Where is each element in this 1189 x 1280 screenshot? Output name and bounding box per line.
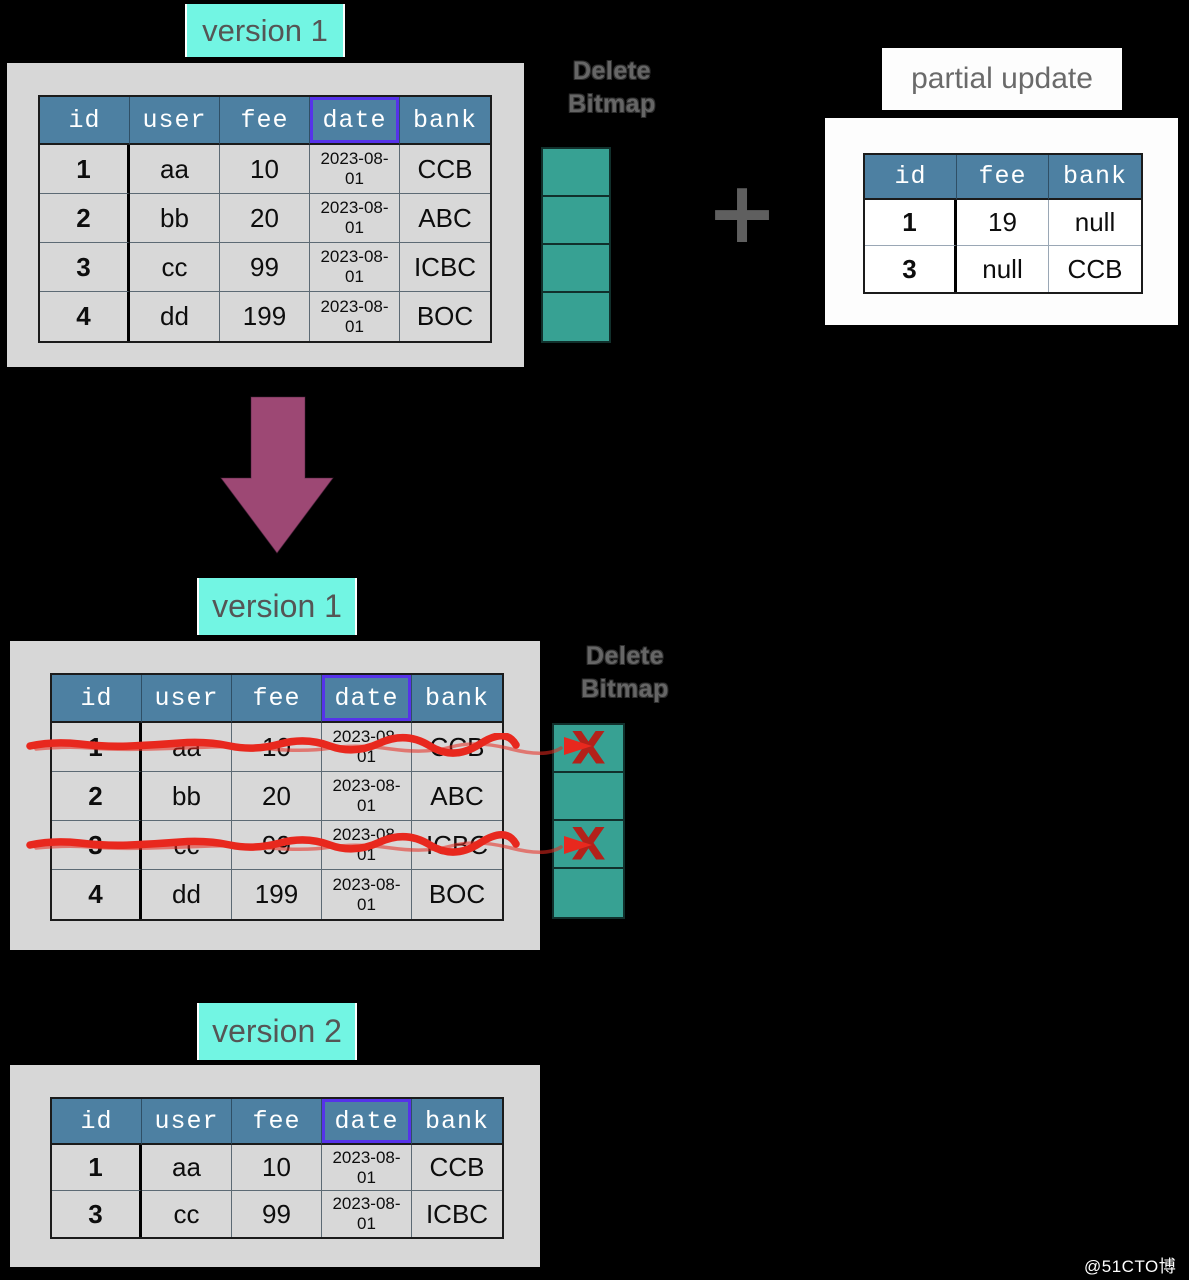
column-header: fee bbox=[232, 675, 322, 723]
table-cell: 1 bbox=[52, 1145, 142, 1191]
column-header: user bbox=[142, 675, 232, 723]
table-cell: dd bbox=[130, 292, 220, 341]
down-arrow-icon bbox=[220, 396, 334, 554]
table-cell: 2023-08-01 bbox=[322, 1145, 412, 1191]
table-cell: 20 bbox=[220, 194, 310, 243]
table-cell: 20 bbox=[232, 772, 322, 821]
bitmap-cell bbox=[554, 869, 623, 917]
column-header: bank bbox=[412, 675, 502, 723]
delete-bitmap-top-label: Delete Bitmap bbox=[568, 57, 656, 118]
column-header: user bbox=[142, 1099, 232, 1145]
table-cell: ICBC bbox=[400, 243, 490, 292]
table-cell: 3 bbox=[52, 1191, 142, 1237]
column-header: bank bbox=[1049, 155, 1141, 200]
table-cell: null bbox=[957, 246, 1049, 292]
column-header: date bbox=[310, 97, 400, 145]
strike-lines bbox=[26, 733, 592, 856]
version1-top-label: version 1 bbox=[185, 4, 345, 57]
table-cell: 2023-08-01 bbox=[310, 194, 400, 243]
table-cell: aa bbox=[142, 1145, 232, 1191]
column-header: id bbox=[40, 97, 130, 145]
table-cell: 4 bbox=[52, 870, 142, 919]
table-cell: 2023-08-01 bbox=[310, 243, 400, 292]
table-cell: 199 bbox=[232, 870, 322, 919]
table-cell: CCB bbox=[412, 1145, 502, 1191]
table-cell: cc bbox=[130, 243, 220, 292]
table-cell: 1 bbox=[865, 200, 957, 246]
bitmap-cell bbox=[543, 245, 609, 293]
table-cell: cc bbox=[142, 1191, 232, 1237]
table-cell: 2 bbox=[52, 772, 142, 821]
column-header: fee bbox=[232, 1099, 322, 1145]
table-cell: dd bbox=[142, 870, 232, 919]
bitmap-cell bbox=[554, 773, 623, 821]
table-cell: 199 bbox=[220, 292, 310, 341]
column-header: bank bbox=[412, 1099, 502, 1145]
table-cell: CCB bbox=[400, 145, 490, 194]
table-cell: ICBC bbox=[412, 1191, 502, 1237]
column-header: id bbox=[52, 1099, 142, 1145]
plus-icon: + bbox=[706, 163, 779, 263]
table-cell: 10 bbox=[220, 145, 310, 194]
table-cell: 2023-08-01 bbox=[322, 870, 412, 919]
column-header: fee bbox=[957, 155, 1049, 200]
table-cell: aa bbox=[130, 145, 220, 194]
table-cell: 2023-08-01 bbox=[322, 772, 412, 821]
column-header: id bbox=[865, 155, 957, 200]
partial-update-label: partial update bbox=[882, 48, 1122, 110]
table-cell: 4 bbox=[40, 292, 130, 341]
table-cell: 2 bbox=[40, 194, 130, 243]
delete-bitmap-top bbox=[541, 147, 611, 343]
delete-bitmap-mid-label: Delete Bitmap bbox=[581, 642, 669, 703]
table-cell: 19 bbox=[957, 200, 1049, 246]
table-cell: 10 bbox=[232, 1145, 322, 1191]
table-cell: BOC bbox=[412, 870, 502, 919]
table-cell: 2023-08-01 bbox=[310, 292, 400, 341]
table-cell: 3 bbox=[865, 246, 957, 292]
table-cell: bb bbox=[130, 194, 220, 243]
bitmap-cell bbox=[543, 293, 609, 341]
table-cell: BOC bbox=[400, 292, 490, 341]
table-cell: 99 bbox=[232, 1191, 322, 1237]
table-cell: 3 bbox=[40, 243, 130, 292]
table-cell: ABC bbox=[412, 772, 502, 821]
table-cell: null bbox=[1049, 200, 1141, 246]
column-header: date bbox=[322, 1099, 412, 1145]
strike-line-row-2 bbox=[26, 831, 592, 856]
table-cell: 2023-08-01 bbox=[310, 145, 400, 194]
bitmap-cell bbox=[543, 149, 609, 197]
table-cell: 99 bbox=[220, 243, 310, 292]
table-cell: ABC bbox=[400, 194, 490, 243]
version2-label: version 2 bbox=[197, 1003, 357, 1060]
table-cell: 1 bbox=[40, 145, 130, 194]
column-header: bank bbox=[400, 97, 490, 145]
column-header: id bbox=[52, 675, 142, 723]
table-cell: 2023-08-01 bbox=[322, 1191, 412, 1237]
version1-mid-label: version 1 bbox=[197, 578, 357, 635]
column-header: user bbox=[130, 97, 220, 145]
column-header: fee bbox=[220, 97, 310, 145]
table-cell: bb bbox=[142, 772, 232, 821]
column-header: date bbox=[322, 675, 412, 723]
table-cell: CCB bbox=[1049, 246, 1141, 292]
strike-line-row-1 bbox=[26, 733, 592, 757]
watermark: @51CTO博客 bbox=[1084, 1257, 1177, 1276]
bitmap-cell bbox=[543, 197, 609, 245]
